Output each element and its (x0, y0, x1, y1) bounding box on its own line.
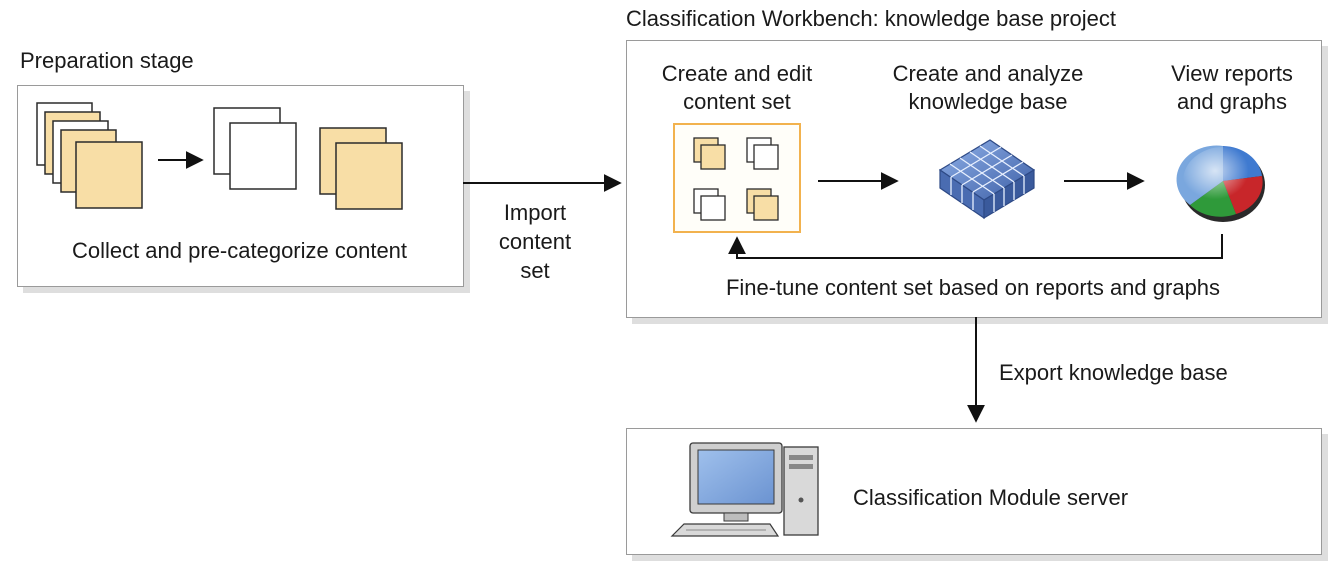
content-set-highlight (673, 123, 801, 233)
knowledge-base-grid-icon (938, 139, 1036, 220)
create-edit-line1: Create and edit (661, 61, 813, 86)
categorized-document-stack-icon (319, 127, 403, 210)
server-label: Classification Module server (853, 485, 1129, 510)
document-stack-icon (36, 102, 143, 209)
column-create-edit-content: Create and edit content set (632, 60, 842, 116)
import-label-line1: Import (503, 200, 567, 225)
create-analyze-line2: knowledge base (908, 89, 1068, 114)
fine-tune-caption: Fine-tune content set based on reports a… (725, 275, 1221, 300)
column-view-reports: View reports and graphs (1152, 60, 1312, 116)
create-edit-line2: content set (683, 89, 791, 114)
import-label-line2: content (498, 229, 572, 254)
workbench-title: Classification Workbench: knowledge base… (626, 6, 1116, 31)
preparation-stage-caption: Collect and pre-categorize content (71, 238, 408, 263)
view-reports-line1: View reports (1171, 61, 1293, 86)
create-analyze-line1: Create and analyze (892, 61, 1084, 86)
content-set-icon (693, 137, 779, 221)
import-content-set-label: Import content set (480, 198, 590, 285)
desktop-computer-icon (670, 442, 819, 537)
export-knowledge-base-label: Export knowledge base (999, 360, 1228, 385)
view-reports-line2: and graphs (1176, 89, 1288, 114)
blank-document-stack-icon (213, 107, 297, 190)
column-create-analyze-kb: Create and analyze knowledge base (868, 60, 1108, 116)
pie-chart-icon (1176, 145, 1265, 222)
import-label-line3: set (520, 258, 550, 283)
preparation-stage-title: Preparation stage (20, 48, 194, 73)
feedback-loop-arrow (728, 234, 1223, 259)
